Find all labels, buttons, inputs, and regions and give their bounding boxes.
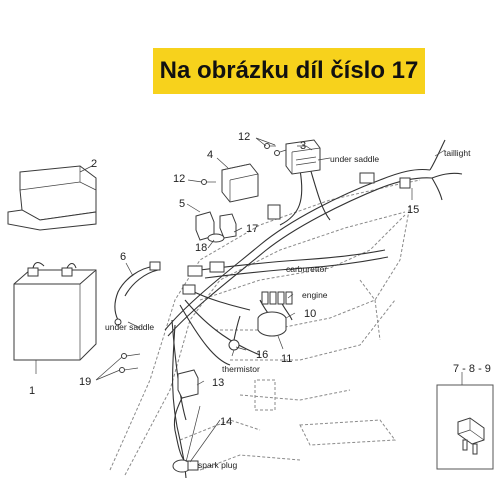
harness-clip: [399, 177, 411, 189]
part-number-1: 1: [29, 385, 35, 397]
thermistor: [228, 315, 241, 351]
screws: [119, 143, 287, 373]
part-number-17: 17: [246, 223, 258, 235]
leader-lines: [35, 137, 446, 463]
fuse-inset: [436, 384, 494, 470]
spark-plug-cap: [172, 459, 199, 473]
label-carburettor: carburettor: [286, 264, 327, 274]
battery-cover: [7, 165, 97, 231]
callout-labels: under saddle taillight carburettor engin…: [105, 148, 491, 470]
part-number-2: 2: [91, 158, 97, 170]
ignition-coil: [173, 369, 199, 461]
part-number-15: 15: [407, 204, 419, 216]
part-number-11: 11: [281, 353, 292, 365]
part-number-6: 6: [120, 251, 126, 263]
harness-clip: [359, 172, 375, 184]
harness-clip: [187, 265, 203, 277]
label-thermistor: thermistor: [222, 364, 260, 374]
part-number-19: 19: [79, 376, 91, 388]
label-taillight: taillight: [444, 148, 471, 158]
part-number-14: 14: [220, 416, 232, 428]
frame: [109, 179, 421, 476]
battery: [13, 261, 97, 361]
label-under-saddle-left: under saddle: [105, 322, 154, 332]
label-spark-plug: spark plug: [198, 460, 237, 470]
part-number-3: 3: [300, 140, 306, 152]
relay-assembly: [195, 211, 237, 243]
label-under-saddle-top: under saddle: [330, 154, 379, 164]
harness-clip: [267, 204, 281, 220]
part-numbers: 2 1 3 4 5 6 10 11 12 12 13 14 15 16 17 1…: [29, 131, 419, 428]
ignition-components: [257, 291, 293, 337]
label-engine: engine: [302, 290, 328, 300]
harness-clip: [209, 261, 225, 273]
battery-cable: [114, 261, 161, 326]
part-number-12-left: 12: [173, 173, 185, 185]
harness-clip: [182, 284, 196, 295]
inset-label: 7 - 8 - 9: [453, 363, 491, 375]
voltage-regulator: [285, 139, 321, 175]
part-number-13: 13: [212, 377, 224, 389]
banner-text: Na obrázku díl číslo 17: [159, 57, 419, 84]
part-number-12-top: 12: [238, 131, 250, 143]
part-number-16: 16: [256, 349, 268, 361]
part-banner: Na obrázku díl číslo 17: [153, 48, 425, 94]
part-number-5: 5: [179, 198, 185, 210]
part-number-18: 18: [195, 242, 207, 254]
part-number-10: 10: [304, 308, 316, 320]
part-number-4: 4: [207, 149, 213, 161]
control-module: [221, 163, 259, 203]
